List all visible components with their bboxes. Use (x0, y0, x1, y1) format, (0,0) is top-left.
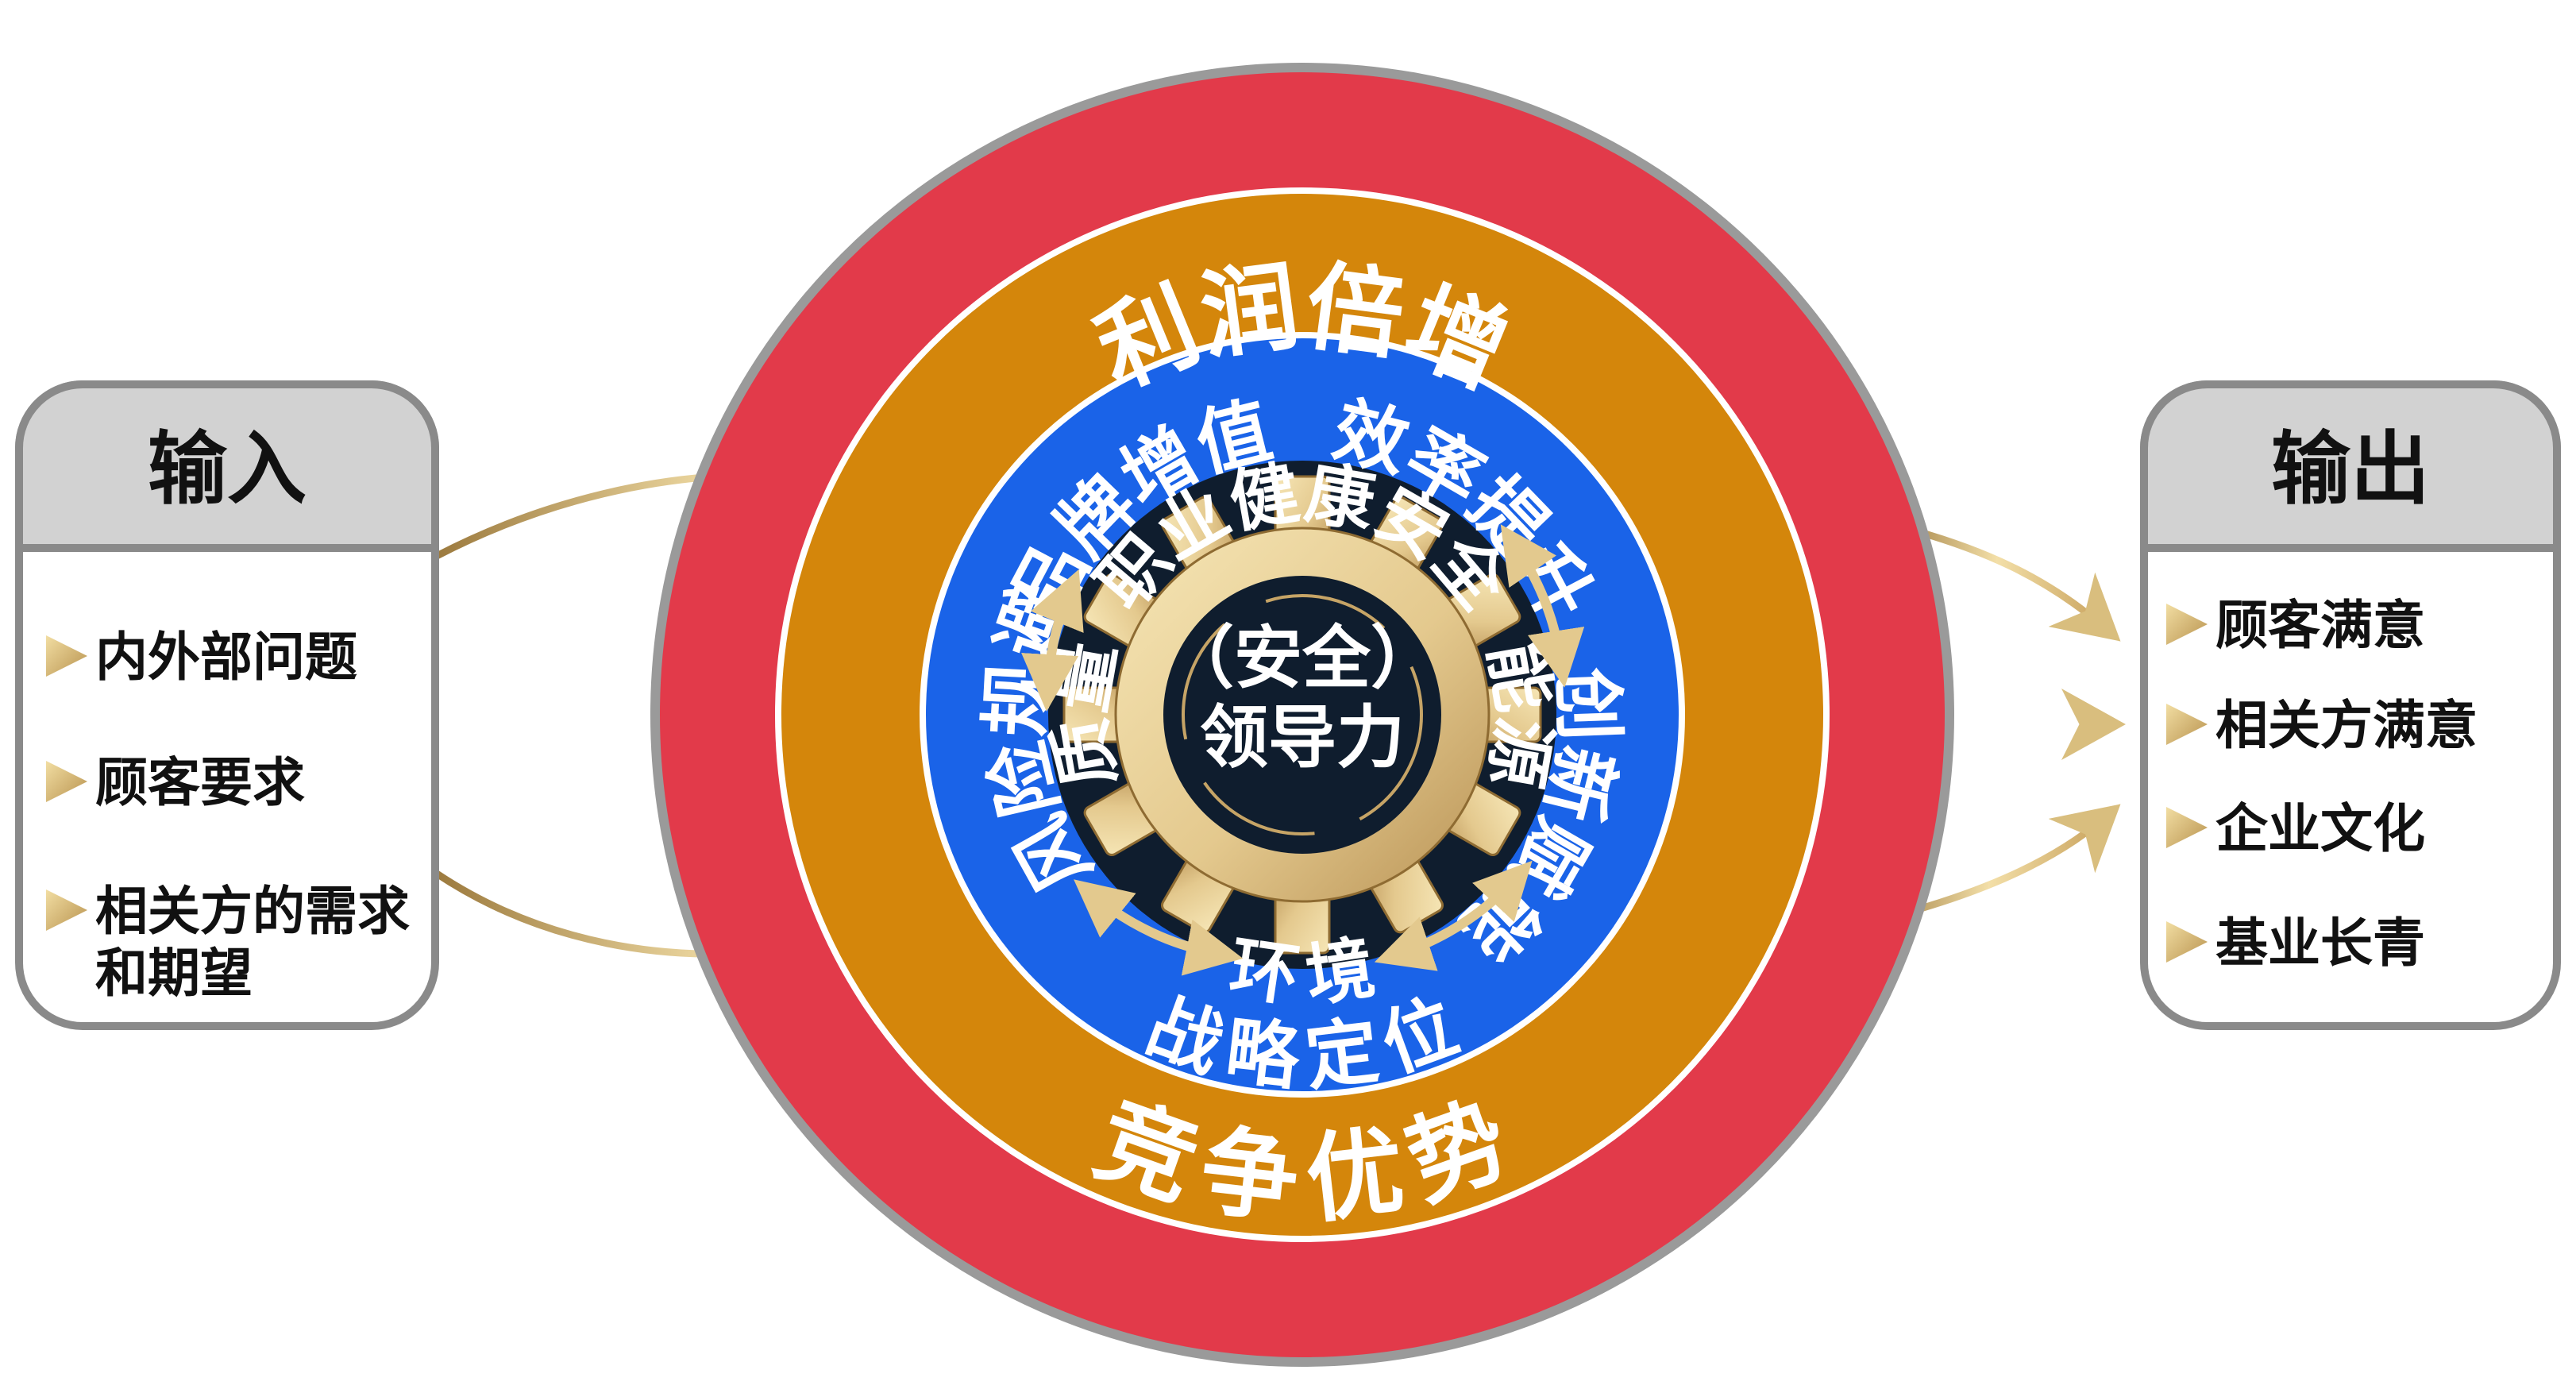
cycle-arrow-bottom-right (1374, 860, 1533, 971)
output-bullet-2 (2166, 704, 2208, 745)
output-item-1: 顾客满意 (2215, 595, 2425, 656)
cycle-arrow-top-left (1021, 569, 1084, 712)
input-item-1: 内外部问题 (95, 627, 357, 688)
output-panel: 输出 顾客满意 相关方满意 企业文化 基业长青 (2140, 380, 2561, 1030)
output-bullet-3 (2166, 807, 2208, 848)
cycle-arrow-top-right (1500, 524, 1585, 688)
cycle-arrows (1021, 524, 1585, 976)
output-panel-title: 输出 (2271, 423, 2430, 515)
output-item-4: 基业长青 (2215, 913, 2425, 974)
input-bullet-2 (46, 761, 87, 802)
output-item-2: 相关方满意 (2215, 695, 2478, 756)
core-text-line1: （安全） (1166, 619, 1439, 698)
input-item-3: 相关方的需求和期望 (95, 881, 410, 1004)
output-bullet-1 (2166, 604, 2208, 645)
input-panel-title: 输入 (148, 423, 307, 515)
input-panel: 输入 内外部问题 顾客要求 相关方的需求和期望 (15, 380, 439, 1030)
cycle-arrow-bottom-left (1074, 879, 1244, 976)
input-bullet-3 (46, 889, 87, 931)
input-bullet-1 (46, 635, 87, 677)
output-item-3: 企业文化 (2215, 798, 2425, 859)
core-text-line2: 领导力 (1200, 698, 1405, 778)
input-item-2: 顾客要求 (95, 752, 305, 813)
output-bullet-4 (2166, 921, 2208, 963)
